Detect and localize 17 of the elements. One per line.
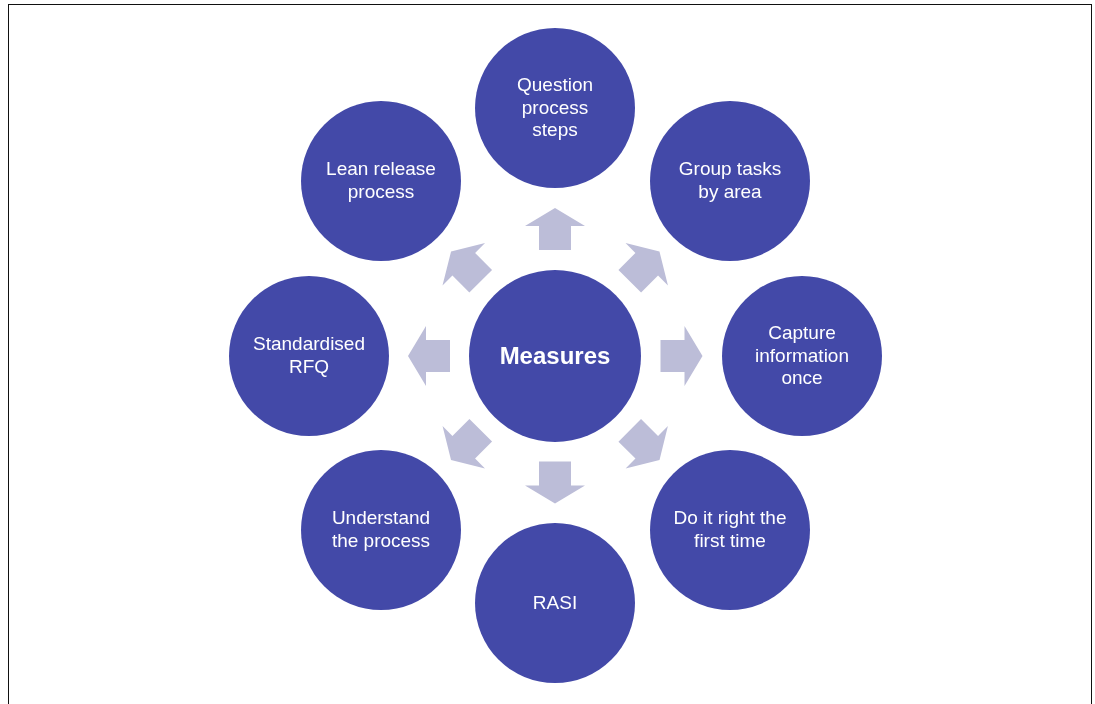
node-label: RASI (532, 591, 578, 615)
block-arrow (442, 418, 493, 469)
node-label: Do it right the first time (672, 507, 788, 553)
block-arrow (525, 208, 585, 250)
node-label: Group tasks by area (677, 158, 783, 204)
block-arrow (660, 326, 703, 386)
block-arrow (525, 461, 585, 504)
block-arrow (618, 243, 668, 293)
node-label: Lean release process (325, 158, 437, 204)
node-label: Understand the process (330, 507, 432, 553)
node-label: Standardised RFQ (252, 333, 366, 379)
block-arrow (442, 243, 493, 293)
block-arrow (408, 326, 450, 386)
node-label: Capture information once (754, 321, 850, 391)
node-label: Question process steps (515, 73, 594, 143)
node-label: Measures (499, 341, 611, 371)
block-arrow (618, 418, 668, 469)
